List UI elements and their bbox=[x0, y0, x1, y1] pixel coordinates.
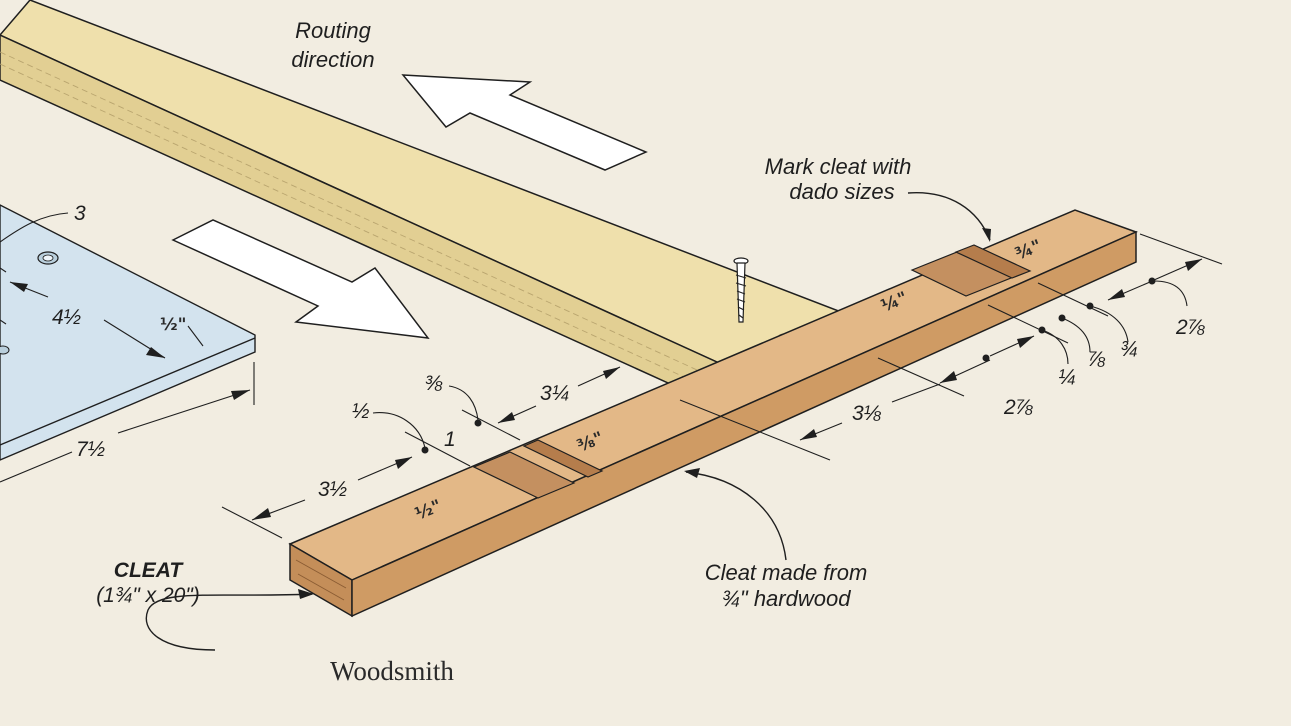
dado-grooves bbox=[472, 244, 1032, 499]
cleat-title: CLEAT bbox=[114, 559, 185, 582]
routing-direction-line2: direction bbox=[291, 47, 374, 72]
dim-base-3: 3 bbox=[74, 202, 86, 225]
dim-3-1-8: 3⅛ bbox=[852, 402, 882, 425]
credit: Woodsmith bbox=[330, 656, 454, 686]
dim-1-4: ¼ bbox=[1058, 366, 1076, 389]
dim-3-4: ¾ bbox=[1120, 338, 1138, 361]
cleat-size: (1¾" x 20") bbox=[96, 584, 200, 607]
cleat-made-line1: Cleat made from bbox=[705, 560, 868, 585]
screw bbox=[733, 257, 749, 323]
cleat-title-leader bbox=[145, 593, 313, 651]
routing-direction-line1: Routing bbox=[295, 18, 372, 43]
routing-arrows bbox=[171, 74, 648, 339]
mark-cleat-line2: dado sizes bbox=[789, 179, 894, 204]
cleat bbox=[288, 209, 1139, 618]
routing-arrow-upper bbox=[401, 74, 648, 171]
dim-7-8: ⅞ bbox=[1088, 348, 1106, 371]
dim-3-1-4: 3¼ bbox=[540, 382, 569, 405]
dim-3-8: ⅜ bbox=[425, 372, 443, 395]
mark-cleat-leader bbox=[907, 192, 991, 241]
cleat-made-leader bbox=[685, 471, 787, 561]
routing-arrow-lower bbox=[171, 219, 430, 339]
dim-1: 1 bbox=[444, 428, 456, 451]
dim-1-2: ½ bbox=[352, 400, 370, 423]
cleat-dimensions bbox=[221, 233, 1223, 539]
dim-3-1-2: 3½ bbox=[318, 478, 347, 501]
dim-2-7-8-mid: 2⅞ bbox=[1003, 396, 1034, 419]
dim-2-7-8-right: 2⅞ bbox=[1175, 316, 1206, 339]
mark-cleat-line1: Mark cleat with bbox=[765, 154, 912, 179]
dim-base-7-1-2: 7½ bbox=[76, 438, 105, 461]
base-plate bbox=[0, 204, 256, 483]
cleat-made-line2: ¾" hardwood bbox=[722, 586, 852, 611]
dim-base-note: ½" bbox=[160, 315, 186, 335]
dim-base-4-1-2: 4½ bbox=[52, 306, 81, 329]
